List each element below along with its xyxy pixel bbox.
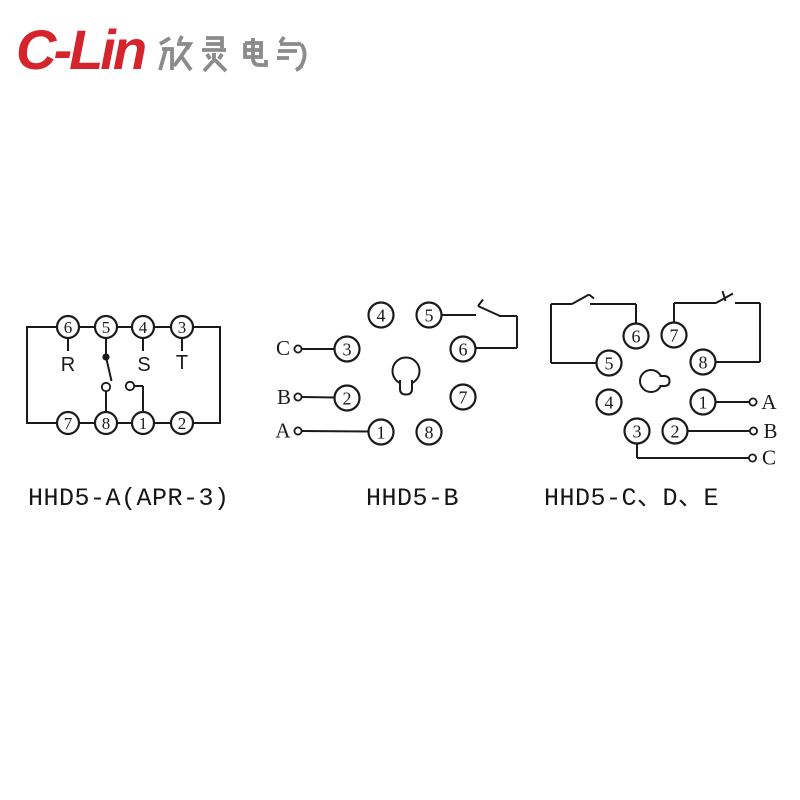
pin-circles [55, 314, 195, 436]
phase-label-s: S [137, 354, 150, 376]
pin-numbers: 6 7 5 8 4 1 3 2 [605, 326, 708, 442]
pin-numbers: 6 5 4 3 7 8 1 2 [64, 318, 187, 433]
pin-number: 4 [377, 306, 386, 326]
pin-number: 8 [102, 414, 111, 433]
diagram-caption-hhd5-b: HHD5-B [366, 484, 460, 513]
terminal-dots [293, 344, 303, 436]
terminal-label-a: A [275, 419, 291, 443]
pin-number: 5 [605, 354, 614, 374]
pin-number: 2 [671, 422, 680, 442]
brand-logo: C-Lin [16, 22, 308, 78]
terminal-leads [301, 348, 370, 433]
pin-number: 8 [699, 353, 708, 373]
terminal-label-b: B [763, 419, 777, 443]
diagram-hhd5-b: 4 5 3 6 2 7 1 8 C B A [275, 298, 518, 446]
pin-number: 6 [64, 318, 73, 337]
socket-keyhole [639, 369, 671, 393]
diagram-hhd5-a: 6 5 4 3 7 8 1 2 R S T [26, 314, 221, 436]
switch-pivot-dot [102, 353, 110, 361]
pin-number: 1 [139, 414, 148, 433]
pin-number: 8 [425, 423, 434, 443]
switch-5-6 [550, 293, 637, 364]
pin-numbers: 4 5 3 6 2 7 1 8 [343, 306, 468, 443]
terminal-label-b: B [277, 385, 291, 409]
pin-number: 7 [670, 326, 679, 346]
wiring-diagrams-canvas: 6 5 4 3 7 8 1 2 R S T [26, 290, 778, 470]
phase-ticks [67, 338, 183, 351]
terminal-labels: C B A [275, 336, 291, 443]
terminal-leads [636, 401, 750, 459]
logo-char-dian [243, 38, 268, 67]
socket-outline [26, 326, 221, 424]
phase-label-t: T [176, 352, 188, 374]
diagram-hhd5-cde: 6 7 5 8 4 1 3 2 A B C [550, 290, 778, 470]
pin-number: 2 [178, 414, 187, 433]
terminal-dots [748, 397, 759, 463]
logo-brand-text: C-Lin [16, 18, 147, 81]
pin-number: 5 [425, 306, 434, 326]
pin-number: 1 [699, 393, 708, 413]
pin-circles [595, 321, 717, 445]
terminal-label-c: C [762, 446, 776, 470]
pin-number: 4 [605, 393, 614, 413]
pin-number: 7 [459, 388, 468, 408]
pin-number: 6 [459, 340, 468, 360]
pin-number: 7 [64, 414, 73, 433]
pin-circles [333, 301, 477, 446]
logo-chinese-text [158, 35, 307, 73]
switch-contact-right [124, 380, 136, 392]
pin-number: 3 [633, 422, 642, 442]
terminal-labels: A B C [761, 390, 777, 470]
pin-number: 5 [102, 318, 111, 337]
pin-number: 4 [139, 318, 148, 337]
logo-char-ling [202, 36, 228, 73]
switch-contact-left [100, 381, 112, 393]
pin-number: 3 [343, 340, 352, 360]
pin-number: 1 [377, 423, 386, 443]
logo-char-xin [158, 35, 194, 72]
phase-labels: R S T [61, 352, 188, 376]
logo-char-qi [277, 35, 307, 72]
pin-number: 2 [343, 389, 352, 409]
terminal-label-a: A [761, 390, 777, 414]
phase-label-r: R [61, 354, 75, 376]
diagram-caption-hhd5-a: HHD5-A(APR-3) [28, 484, 230, 513]
terminal-label-c: C [276, 336, 290, 360]
diagram-caption-hhd5-cde: HHD5-C、D、E [544, 484, 720, 513]
pin-number: 6 [632, 327, 641, 347]
pin-number: 3 [178, 318, 187, 337]
switch-5-6 [441, 298, 518, 349]
switch-7-8 [673, 290, 761, 363]
socket-keyhole [391, 356, 421, 396]
